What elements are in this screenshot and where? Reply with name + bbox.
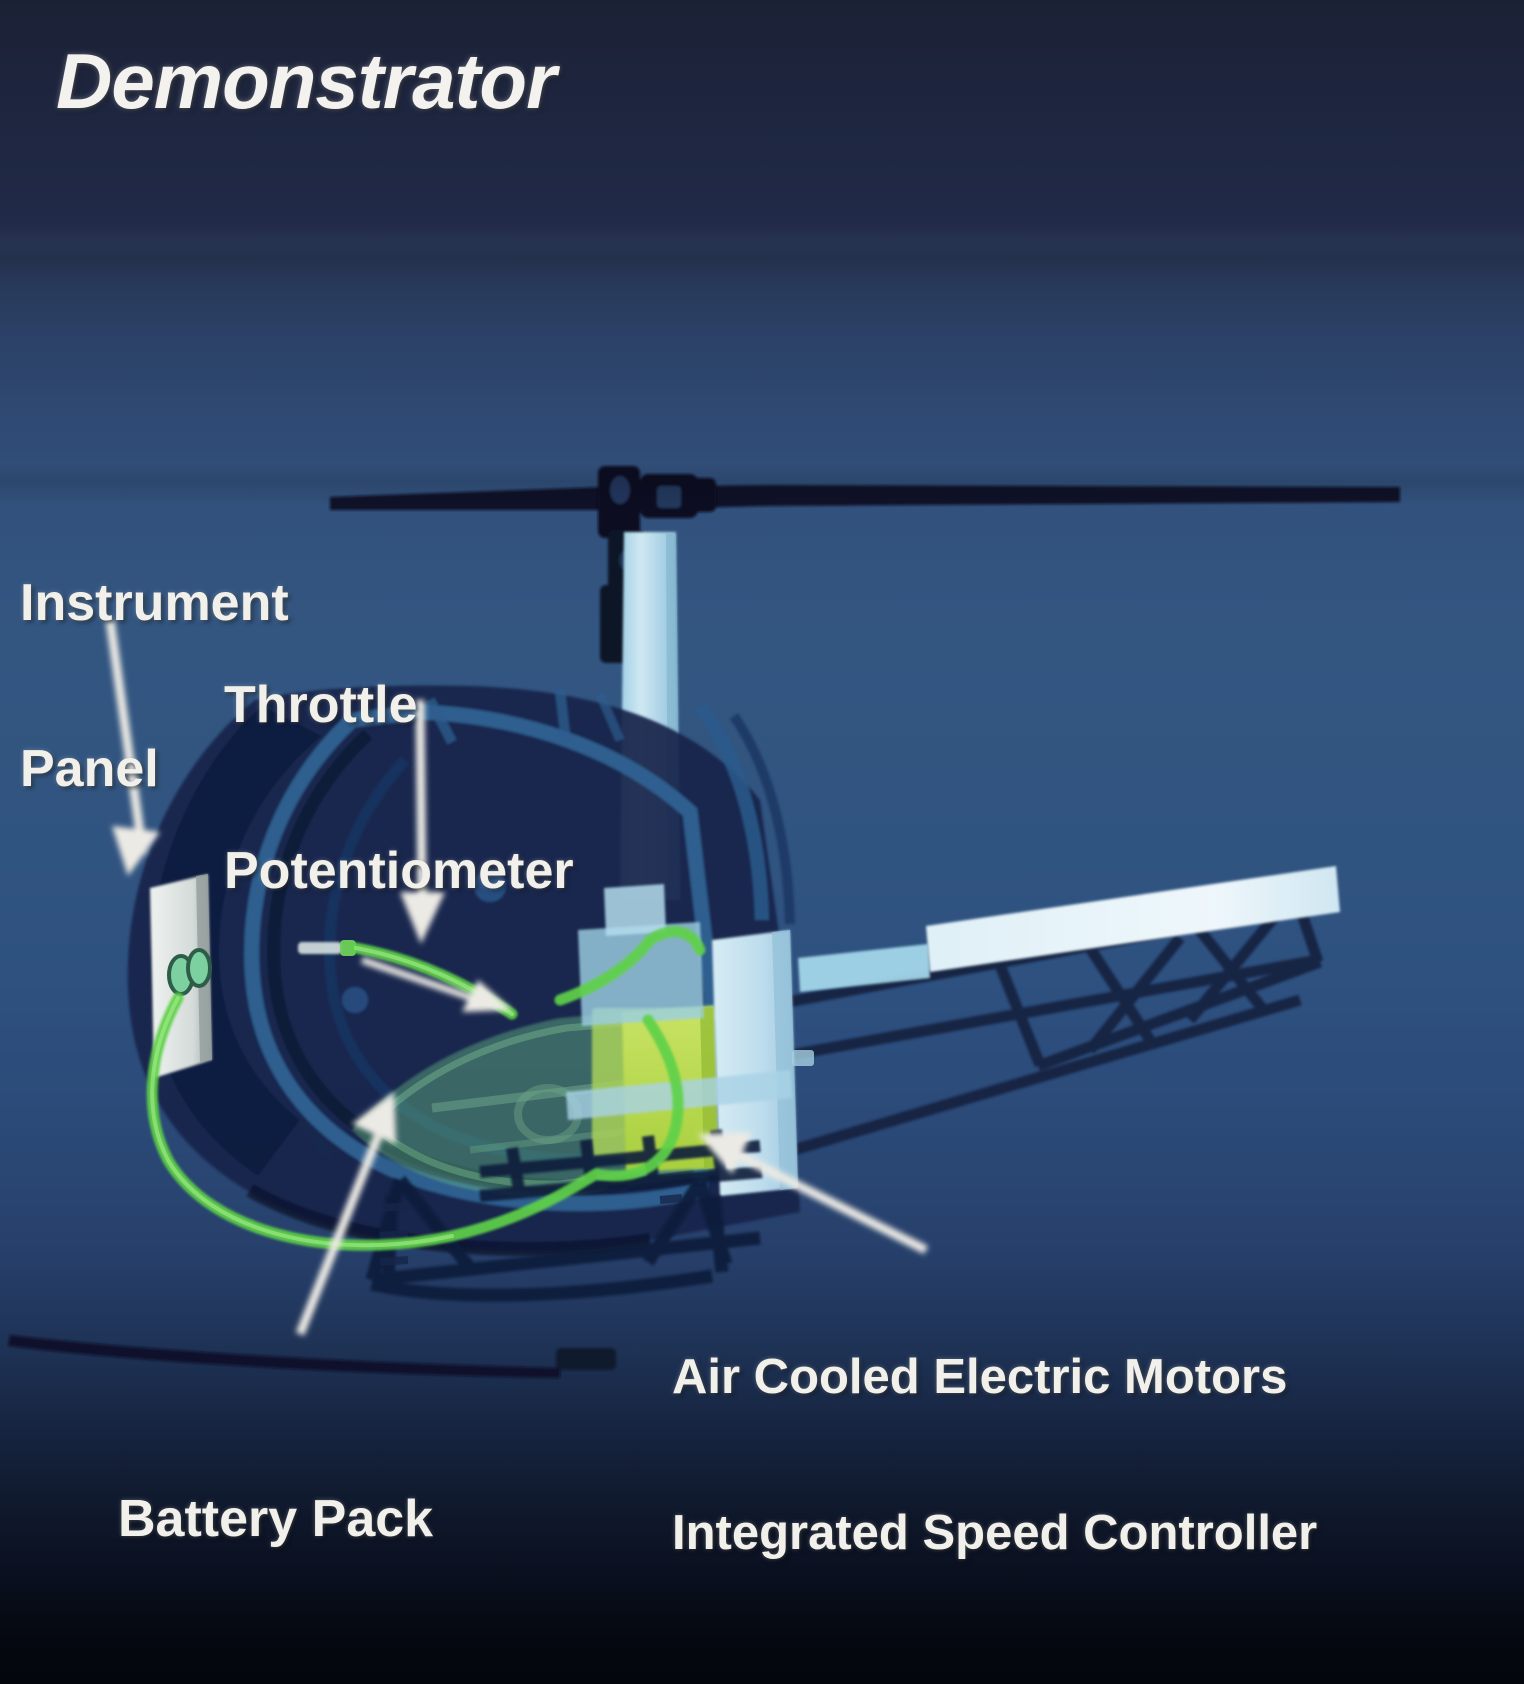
battery-pack-arrow bbox=[295, 1092, 396, 1336]
callout-instrument-panel-line2: Panel bbox=[20, 739, 159, 798]
tail-boom-bar bbox=[798, 944, 930, 992]
callout-instrument-panel: Instrument Panel bbox=[20, 466, 289, 907]
horizontal-stabilizer bbox=[926, 866, 1340, 972]
rotor-head bbox=[598, 466, 716, 663]
throttle-potentiometer bbox=[298, 940, 356, 956]
callout-throttle-line2: Potentiometer bbox=[224, 841, 574, 900]
callout-motors: Air Cooled Electric Motors Integrated Sp… bbox=[672, 1248, 1317, 1664]
throttle-potentiometer-arrow bbox=[400, 699, 445, 944]
callout-motors-line2: Integrated Speed Controller bbox=[672, 1505, 1318, 1560]
callout-instrument-panel-line1: Instrument bbox=[20, 574, 289, 633]
callout-motors-line1: Air Cooled Electric Motors bbox=[672, 1349, 1288, 1404]
callout-battery-pack-line1: Battery Pack bbox=[118, 1490, 434, 1549]
throttle-potentiometer-arrow-2 bbox=[360, 956, 512, 1012]
callout-throttle-line1: Throttle bbox=[224, 676, 418, 735]
callout-battery-pack: Battery Pack bbox=[118, 1382, 433, 1658]
page-title: Demonstrator bbox=[56, 37, 556, 125]
instrument-panel-arrow bbox=[105, 619, 160, 876]
motors-arrow bbox=[698, 1132, 929, 1255]
callout-throttle-potentiometer: Throttle Potentiometer bbox=[224, 568, 574, 1009]
main-rotor-blade bbox=[330, 485, 1400, 510]
tail-rotor-group bbox=[8, 1335, 616, 1378]
